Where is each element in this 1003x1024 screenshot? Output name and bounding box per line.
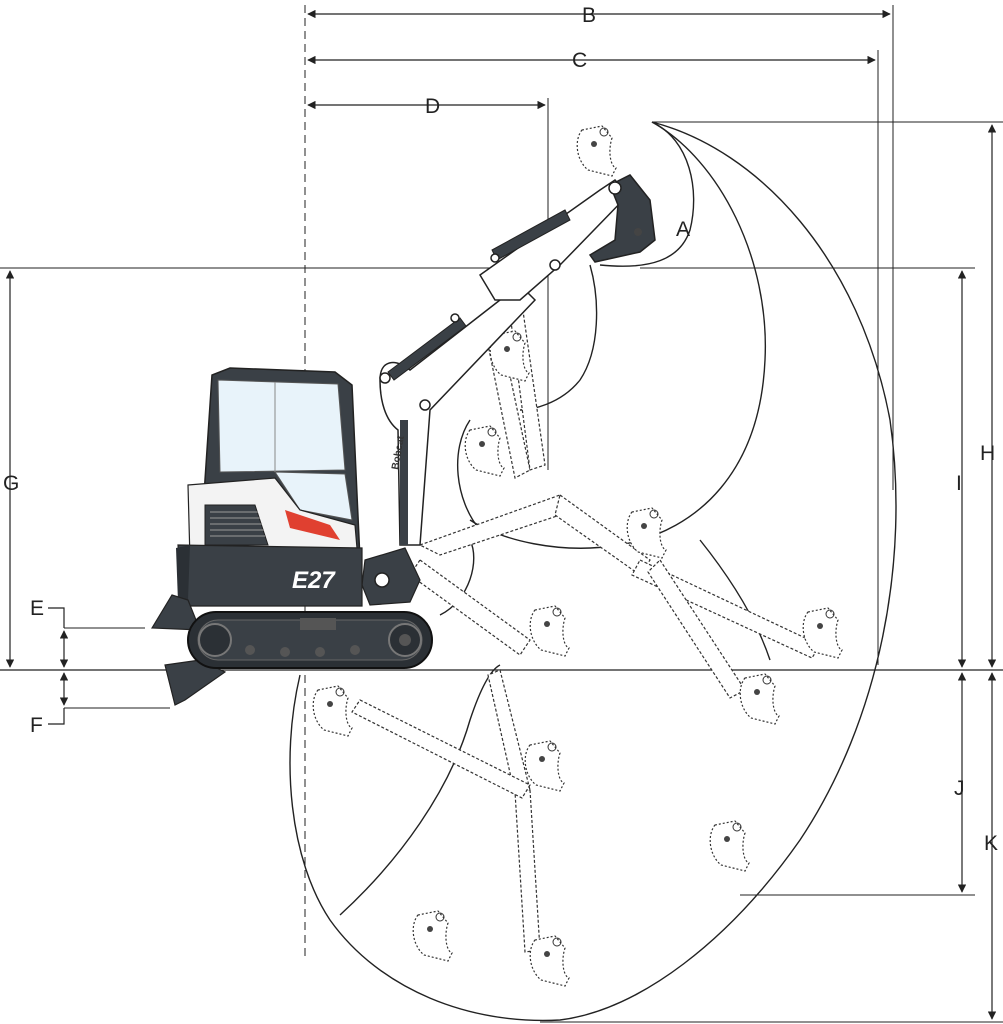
label-K: K xyxy=(984,832,998,855)
cab-window xyxy=(217,379,346,473)
accent-stripe xyxy=(285,510,340,540)
working-envelope xyxy=(289,121,897,1022)
label-B: B xyxy=(582,4,596,27)
excavator-body: E27 xyxy=(150,367,433,706)
label-H: H xyxy=(980,442,995,465)
dimension-lines xyxy=(5,9,997,1020)
label-J: J xyxy=(954,777,965,800)
model-badge: E27 xyxy=(292,567,336,594)
label-G: G xyxy=(3,472,19,495)
label-D: D xyxy=(425,95,440,118)
main-boom-arm: Bobcat xyxy=(361,174,656,606)
label-F: F xyxy=(30,714,43,737)
label-A: A xyxy=(676,218,690,241)
reference-lines xyxy=(0,5,1003,1023)
label-I: I xyxy=(956,472,962,495)
label-C: C xyxy=(572,49,587,72)
label-E: E xyxy=(30,597,44,620)
dozer-blade xyxy=(150,594,201,631)
dimension-letters: A B C D E F G H I J K xyxy=(3,4,998,855)
